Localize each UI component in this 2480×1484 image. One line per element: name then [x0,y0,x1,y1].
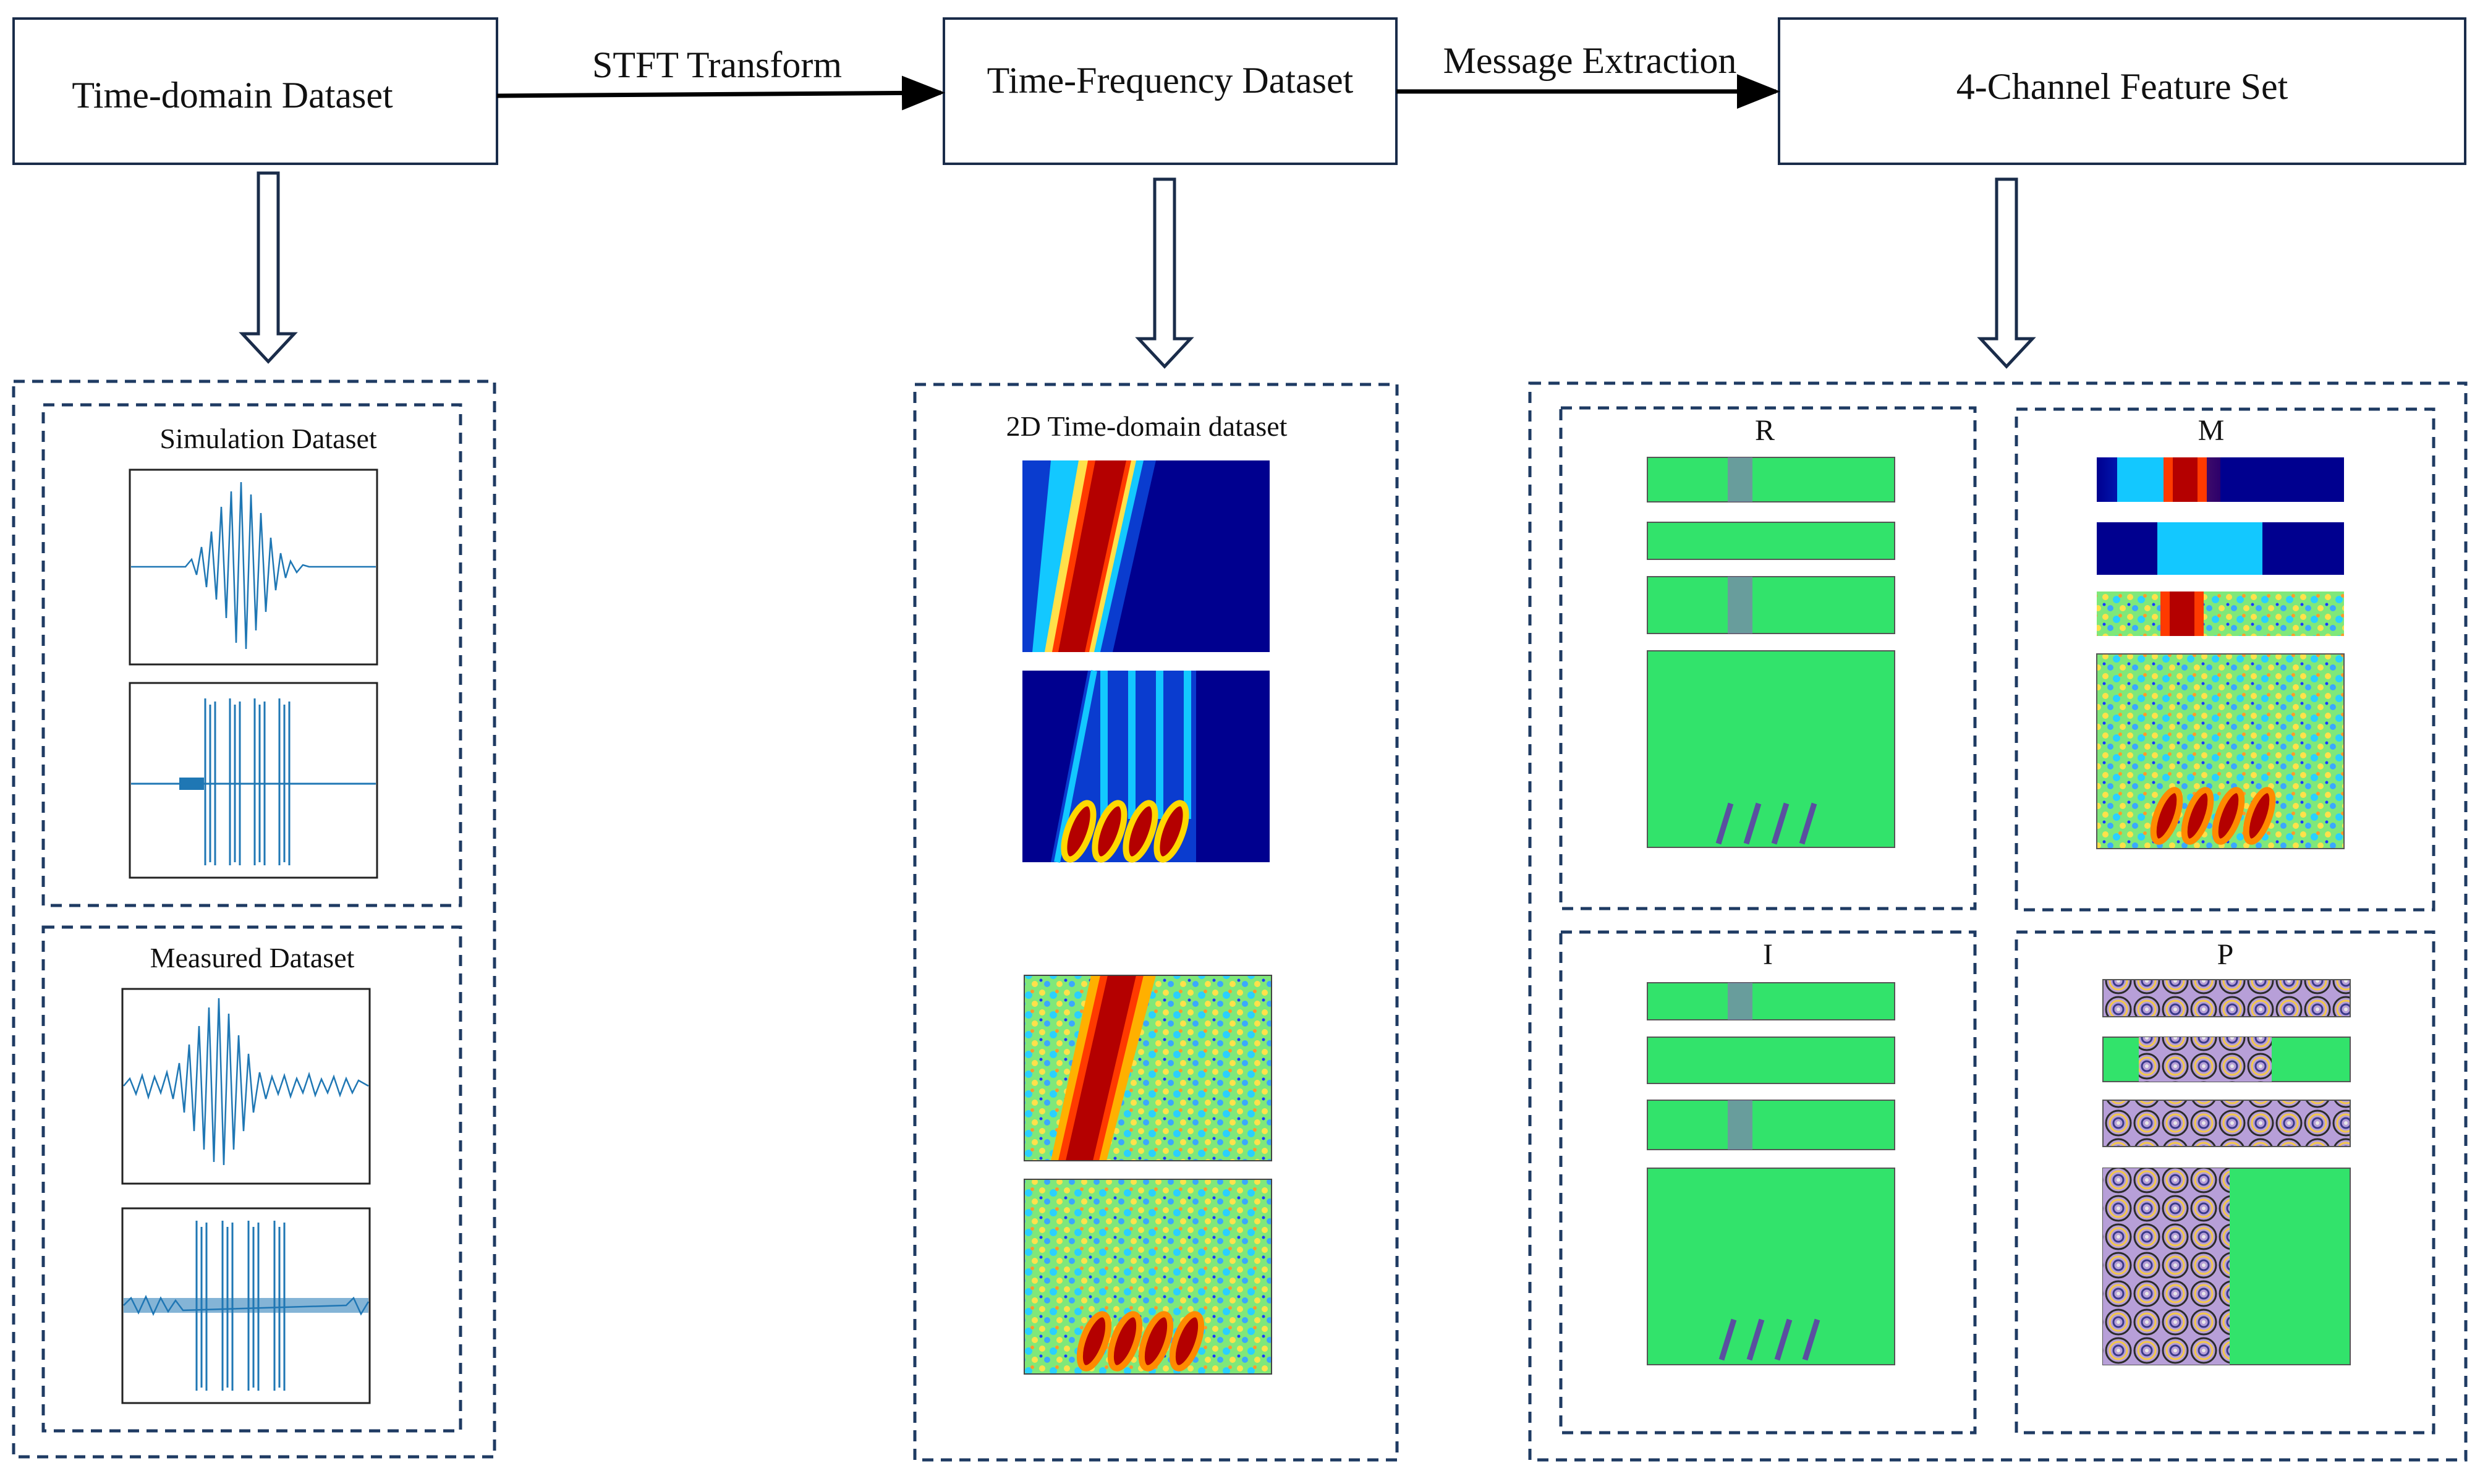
arrow-extraction: Message Extraction [1396,40,1780,109]
stage-time-frequency-label: Time-Frequency Dataset [987,60,1354,101]
channel-r-panel: R [1559,406,1977,910]
tf-spectrogram-sim-2 [1022,670,1270,863]
down-arrow-left [239,171,298,364]
channel-m-panel: M [2015,407,2435,912]
stage-time-frequency: Time-Frequency Dataset [943,17,1398,165]
stage-feature-set: 4-Channel Feature Set [1778,17,2466,165]
channel-m-label: M [2198,414,2225,447]
stage-time-domain-label: Time-domain Dataset [72,75,393,116]
down-arrow-right [1977,177,2036,369]
right-dashed-frame [1528,381,2468,1462]
arrow-stft-label: STFT Transform [592,45,842,85]
channel-i-label: I [1763,938,1773,971]
arrow-extraction-label: Message Extraction [1443,40,1737,81]
channel-i-panel: I [1559,930,1977,1435]
meas-pulse-waveform [123,1221,370,1391]
tf-panel-label: 2D Time-domain dataset [1006,410,1288,442]
simulation-panel: Simulation Dataset [41,403,462,907]
down-arrow-middle [1135,177,1194,369]
tf-spectrogram-sim-1 [1022,460,1270,652]
sim-plot-pulses [129,682,378,879]
middle-dashed-frame [913,383,1399,1462]
stage-feature-set-label: 4-Channel Feature Set [1956,66,2288,107]
channel-p-label: P [2217,938,2234,971]
sim-burst-waveform [131,481,376,650]
stage-time-domain: Time-domain Dataset [12,17,498,165]
channel-r-label: R [1755,414,1775,447]
measured-panel-label: Measured Dataset [150,942,355,973]
tf-spectrogram-meas-2 [1024,1179,1272,1375]
measured-panel: Measured Dataset [41,925,462,1433]
arrow-stft: STFT Transform [496,45,945,111]
simulation-panel-label: Simulation Dataset [159,423,377,454]
meas-burst-waveform [123,998,369,1166]
channel-p-panel: P [2015,930,2435,1435]
tf-spectrogram-meas-1 [1024,975,1272,1161]
sim-pulse-waveform [131,698,376,865]
